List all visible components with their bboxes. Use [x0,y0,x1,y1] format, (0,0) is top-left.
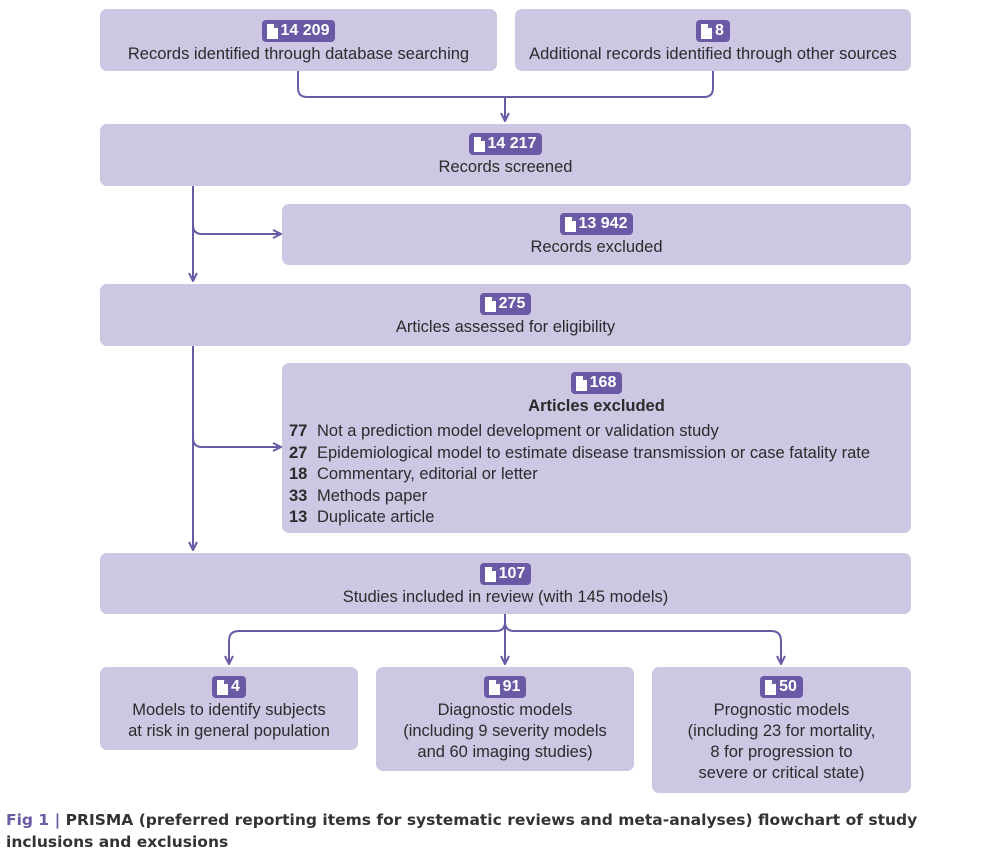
count-badge: 13 942 [559,213,634,235]
list-item: 27 Epidemiological model to estimate dise… [289,443,870,465]
count-badge: 107 [479,563,532,585]
document-icon [575,375,587,391]
document-icon [484,566,496,582]
box-label: Articles excluded [528,396,665,415]
reason-text: Methods paper [317,486,428,505]
diagnostic-box: 91 Diagnostic models (including 9 severi… [376,667,634,771]
document-icon [484,296,496,312]
count-badge: 168 [570,372,623,394]
count-value: 107 [498,565,526,582]
db-search-box: 14 209 Records identified through databa… [100,9,497,71]
count-badge: 8 [696,20,730,42]
box-label: Records excluded [530,237,663,256]
included-box: 107 Studies included in review (with 145… [100,553,911,614]
count-value: 14 209 [280,22,330,39]
list-item: 18 Commentary, editorial or letter [289,464,870,486]
count-value: 14 217 [487,135,537,152]
count-value: 275 [498,295,526,312]
reason-text: Epidemiological model to estimate diseas… [317,443,871,462]
reason-count: 33 [289,486,308,505]
figure-number: Fig 1 | [6,811,61,829]
exclusion-reasons-list: 77 Not a prediction model development or … [289,421,870,529]
arrow-to-excluded-articles [192,437,280,447]
reason-count: 18 [289,465,308,483]
box-label: Studies included in review (with 145 mod… [342,587,669,606]
box-label-line: (including 9 severity models [403,721,607,740]
document-icon [765,679,777,695]
reason-text: Not a prediction model development or va… [317,422,719,440]
reason-count: 77 [289,422,308,440]
screened-box: 14 217 Records screened [100,124,911,186]
document-icon [701,23,713,39]
box-label: Articles assessed for eligibility [395,317,616,336]
document-icon [488,679,500,695]
count-badge: 275 [479,293,532,315]
merge-connector [297,71,714,98]
box-label: Records identified through database sear… [127,44,470,63]
count-badge: 14 217 [468,133,543,155]
count-value: 8 [715,22,724,39]
document-icon [564,216,576,232]
arrow-to-excluded-records [192,224,280,234]
count-value: 168 [589,374,617,391]
count-badge: 4 [212,676,246,698]
document-icon [473,136,485,152]
document-icon [217,679,229,695]
box-label-line: Prognostic models [713,700,850,719]
eligibility-box: 275 Articles assessed for eligibility [100,284,911,346]
reason-count: 27 [289,443,308,462]
reason-text: Duplicate article [317,508,435,526]
count-value: 4 [231,678,240,695]
list-item: 13 Duplicate article [289,507,870,529]
box-label: Records screened [438,157,573,176]
box-label-line: and 60 imaging studies) [417,742,593,761]
count-value: 13 942 [578,215,628,232]
records-excluded-box: 13 942 Records excluded [282,204,911,265]
reason-count: 13 [289,508,308,526]
list-item: 33 Methods paper [289,486,870,508]
count-value: 50 [779,678,797,695]
general-population-box: 4 Models to identify subjects at risk in… [100,667,358,750]
count-badge: 14 209 [261,20,336,42]
count-badge: 50 [760,676,803,698]
articles-excluded-box: 168 Articles excluded 77 Not a prediction… [282,363,911,533]
list-item: 77 Not a prediction model development or … [289,421,870,443]
caption-text: PRISMA (preferred reporting items for sy… [6,811,918,851]
figure-caption: Fig 1 | PRISMA (preferred reporting item… [6,809,1001,853]
count-value: 91 [502,678,521,695]
box-label-line: 8 for progression to [710,742,853,761]
box-label-line: Models to identify subjects [132,700,326,719]
box-label: Additional records identified through ot… [529,44,897,63]
split-connector [229,614,506,663]
reason-text: Commentary, editorial or letter [317,465,538,483]
prognostic-box: 50 Prognostic models (including 23 for m… [652,667,911,793]
box-label-line: Diagnostic models [437,700,573,719]
count-badge: 91 [483,676,527,698]
box-label-line: at risk in general population [128,721,330,740]
box-label-line: severe or critical state) [698,763,865,782]
other-sources-box: 8 Additional records identified through … [515,9,911,71]
box-label-line: (including 23 for mortality, [687,721,876,740]
document-icon [266,23,278,39]
